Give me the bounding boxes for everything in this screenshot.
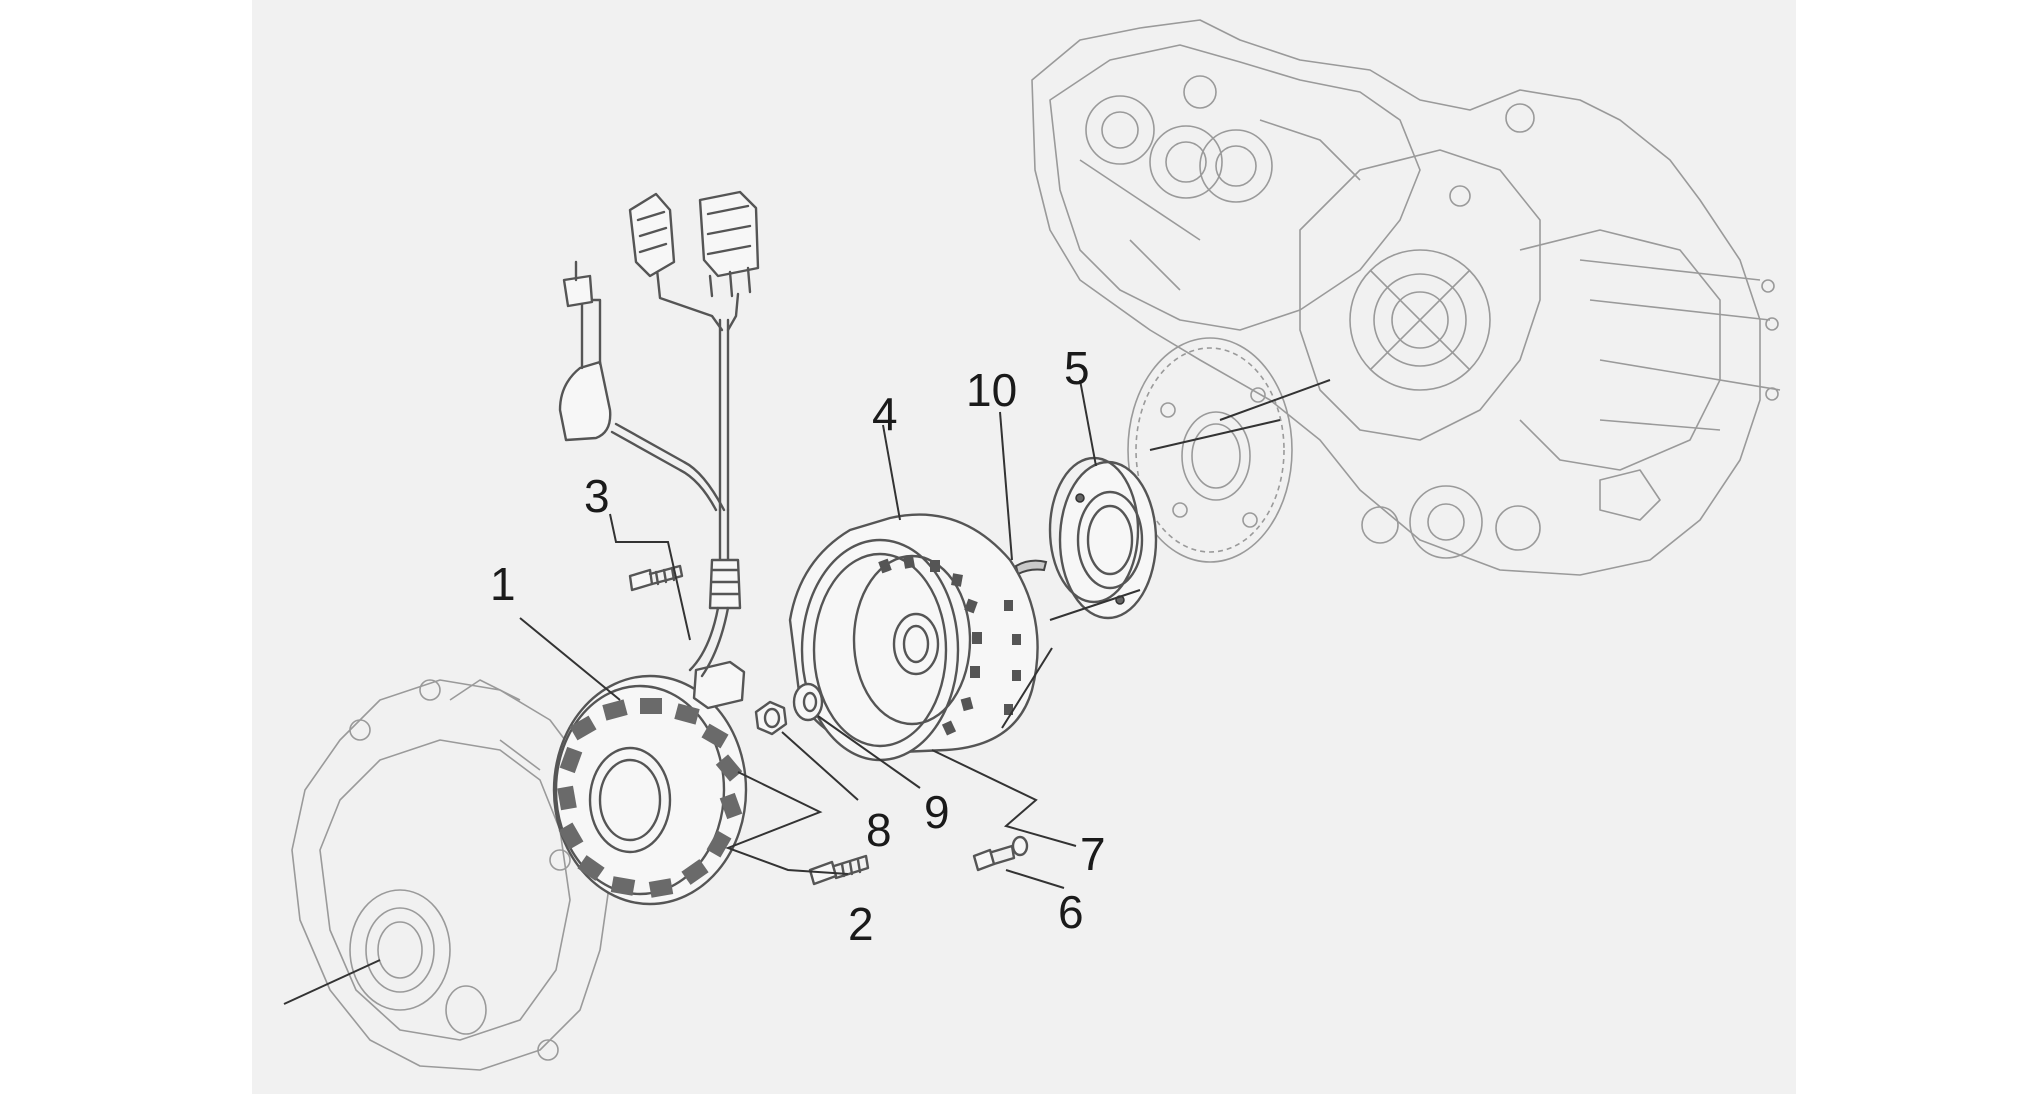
freewheel-clutch-drawing [1048, 456, 1158, 620]
callout-5: 5 [1064, 342, 1090, 394]
callout-3: 3 [584, 470, 610, 522]
callout-1: 1 [490, 558, 516, 610]
nut-drawing [754, 700, 788, 736]
callout-8: 8 [866, 804, 892, 856]
stator-drawing [552, 660, 748, 906]
flywheel-rotor-drawing [788, 513, 1039, 762]
callout-6: 6 [1058, 886, 1084, 938]
leader-lines [283, 379, 1331, 1005]
wiring-harness-drawing [558, 190, 760, 678]
diagram-background-panel [252, 0, 1796, 1094]
generator-cover-drawing [291, 679, 611, 1071]
callout-7: 7 [1080, 828, 1106, 880]
callout-2: 2 [848, 898, 874, 950]
callout-10: 10 [966, 364, 1017, 416]
washer-drawing [792, 682, 824, 722]
starter-sprocket-drawing [1127, 337, 1293, 563]
screws-drawing [628, 564, 1029, 886]
callout-labels: 1 2 3 4 5 6 7 8 9 10 [490, 342, 1106, 950]
woodruff-key-drawing [1014, 559, 1048, 576]
callout-4: 4 [872, 388, 898, 440]
engine-crankcase-drawing [1031, 19, 1781, 576]
callout-9: 9 [924, 786, 950, 838]
